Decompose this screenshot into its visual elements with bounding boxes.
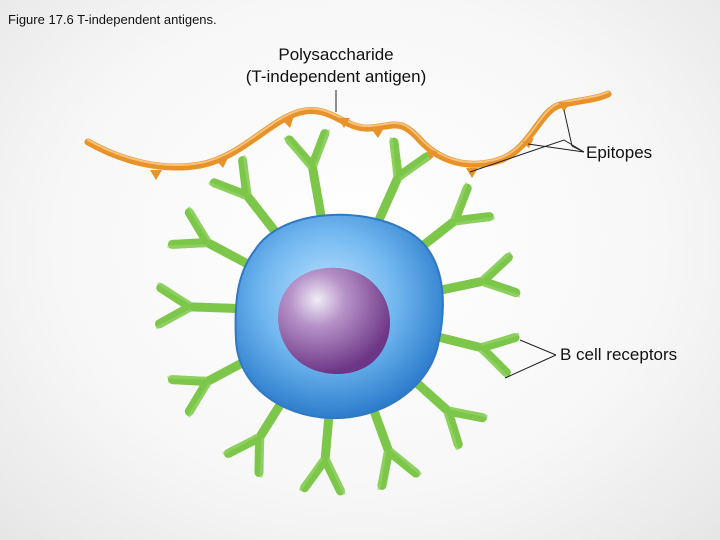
receptor-13 [359, 139, 432, 230]
receptor-4 [157, 284, 238, 331]
receptor-1 [285, 131, 342, 217]
receptor-10 [430, 315, 518, 377]
epitope-1 [150, 170, 162, 180]
receptors-leader [520, 340, 556, 355]
receptor-7 [300, 410, 351, 494]
receptor-11 [431, 253, 518, 313]
epitopes [150, 102, 570, 180]
polysaccharide-chain [88, 94, 608, 167]
